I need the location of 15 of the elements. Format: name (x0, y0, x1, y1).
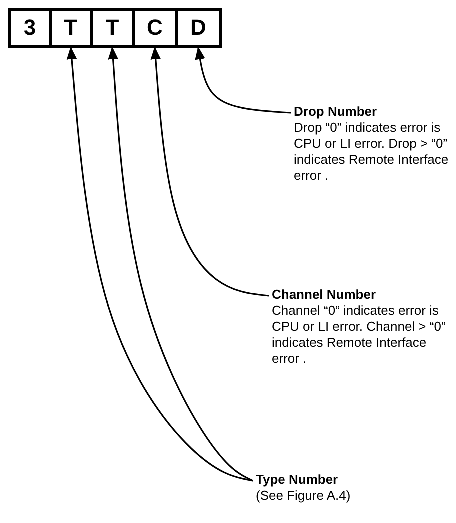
field-description: Drop “0” indicates error is CPU or LI error. Drop > “0” indicates Remote Interface error . (294, 120, 450, 184)
field-description: Channel “0” indicates error is CPU or LI error. Channel > “0” indicates Remote Interface error . (272, 303, 447, 367)
arrow (195, 46, 292, 114)
arrow (108, 46, 254, 482)
character-box: C (132, 8, 178, 48)
field-heading: Drop Number (294, 104, 378, 120)
arrow (150, 46, 270, 297)
field-heading: Type Number (256, 472, 338, 488)
character-box: D (175, 8, 222, 48)
field-heading: Channel Number (272, 287, 376, 303)
field-description: (See Figure A.4) (256, 488, 352, 504)
character-box: T (49, 8, 93, 48)
character-box: 3 (8, 8, 52, 48)
arrow (66, 46, 254, 482)
character-box: T (90, 8, 135, 48)
